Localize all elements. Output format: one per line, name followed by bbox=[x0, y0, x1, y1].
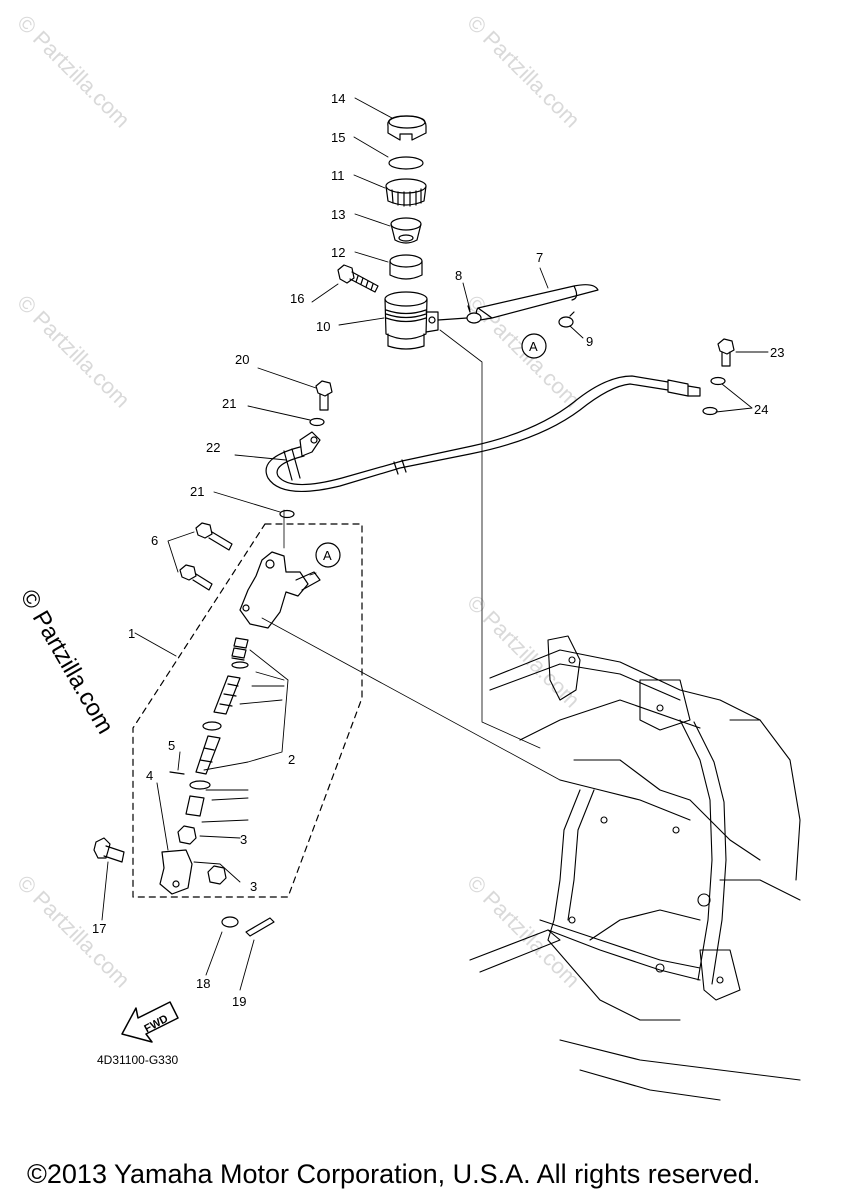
banjo-fitting bbox=[299, 431, 321, 457]
ref-marker-circle bbox=[521, 333, 547, 359]
assembly-outline bbox=[132, 523, 363, 898]
diaphragm-holder bbox=[389, 254, 423, 280]
union-bolt-right bbox=[717, 338, 735, 367]
plain-washer bbox=[221, 916, 239, 928]
reservoir-cap bbox=[385, 178, 427, 207]
cotter-pin-small bbox=[169, 771, 185, 775]
part-number: 12 bbox=[331, 245, 345, 260]
part-number: 7 bbox=[536, 250, 543, 265]
frame bbox=[469, 635, 801, 1101]
part-number: 3 bbox=[240, 832, 247, 847]
diagram-code: 4D31100-G330 bbox=[97, 1053, 179, 1067]
part-labels: 14 15 11 13 12 16 10 7 8 9 20 21 22 21 6… bbox=[92, 91, 784, 1035]
part-number: 21 bbox=[222, 396, 236, 411]
mounting-bolt bbox=[195, 522, 233, 551]
part-number: 8 bbox=[455, 268, 462, 283]
clevis bbox=[159, 849, 193, 895]
diaphragm bbox=[390, 217, 422, 244]
reservoir-bolt bbox=[337, 264, 379, 293]
brake-hose bbox=[265, 375, 701, 493]
copyright-notice: ©2013 Yamaha Motor Corporation, U.S.A. A… bbox=[27, 1159, 761, 1189]
part-number: 19 bbox=[232, 994, 246, 1009]
lock-nut bbox=[207, 865, 227, 885]
master-cylinder-body bbox=[239, 551, 321, 629]
part-number: 24 bbox=[754, 402, 768, 417]
copper-washer bbox=[702, 406, 718, 416]
diaphragm-plate bbox=[388, 156, 424, 170]
part-number: 23 bbox=[770, 345, 784, 360]
piston-kit bbox=[185, 637, 249, 817]
part-number: 1 bbox=[128, 626, 135, 641]
part-number: 6 bbox=[151, 533, 158, 548]
part-number: 17 bbox=[92, 921, 106, 936]
hose-connector bbox=[437, 317, 468, 321]
copper-washer bbox=[279, 509, 295, 519]
part-number: 3 bbox=[250, 879, 257, 894]
fwd-arrow-icon bbox=[121, 1001, 179, 1043]
part-number: 4 bbox=[146, 768, 153, 783]
leader-lines bbox=[101, 97, 769, 991]
part-number: 13 bbox=[331, 207, 345, 222]
part-number: 22 bbox=[206, 440, 220, 455]
copper-washer bbox=[710, 376, 726, 386]
reservoir-hose bbox=[475, 284, 599, 321]
mounting-bolt bbox=[179, 564, 213, 591]
part-number: 10 bbox=[316, 319, 330, 334]
part-number: 9 bbox=[586, 334, 593, 349]
hose-clip bbox=[558, 311, 575, 328]
reservoir-tank bbox=[384, 291, 439, 350]
part-number: 20 bbox=[235, 352, 249, 367]
copper-washer bbox=[309, 417, 325, 427]
part-number: 21 bbox=[190, 484, 204, 499]
routing-lines bbox=[261, 329, 561, 781]
part-number: 2 bbox=[288, 752, 295, 767]
ref-marker-circle bbox=[315, 542, 341, 568]
cotter-pin bbox=[245, 917, 275, 937]
part-number: 15 bbox=[331, 130, 345, 145]
lock-nut bbox=[177, 825, 197, 845]
part-number: 16 bbox=[290, 291, 304, 306]
clevis-bolt bbox=[93, 837, 125, 863]
part-number: 11 bbox=[331, 168, 345, 183]
part-number: 14 bbox=[331, 91, 345, 106]
part-number: 18 bbox=[196, 976, 210, 991]
part-number: 5 bbox=[168, 738, 175, 753]
union-bolt bbox=[315, 380, 333, 411]
ref-marker-label: A bbox=[323, 548, 332, 563]
ref-marker-label: A bbox=[529, 339, 538, 354]
reservoir-cap-cover bbox=[387, 115, 427, 141]
